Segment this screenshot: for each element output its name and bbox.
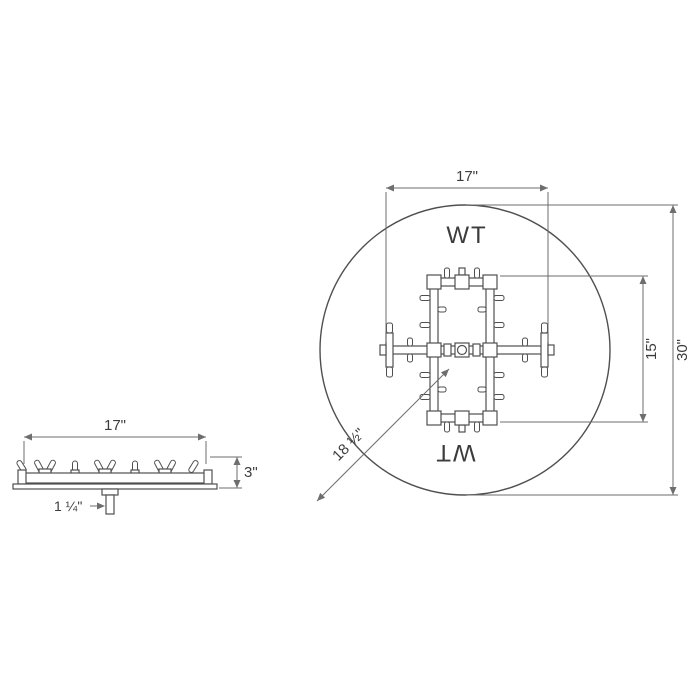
tee-stub [458, 424, 466, 433]
jet [522, 353, 528, 363]
jet [541, 366, 548, 378]
jet [419, 295, 431, 301]
inlet-pipe [105, 494, 115, 515]
jet [474, 421, 480, 433]
jet [437, 306, 447, 313]
dim-label-inlet-pipe: 1 ¼" [54, 498, 82, 514]
jet [407, 353, 413, 363]
side-view: 17" 3" 1 ¼" [12, 417, 258, 515]
jet [493, 372, 505, 378]
dim-label-diagonal: 18 ½" [329, 425, 368, 464]
flat-plate [12, 483, 218, 490]
jet [188, 460, 199, 473]
arrowhead [386, 184, 394, 192]
jet [419, 372, 431, 378]
jet [437, 386, 447, 393]
burner-assembly [379, 267, 555, 433]
jet [474, 267, 480, 279]
jet [541, 322, 548, 334]
dim-label-inner-height: 15" [643, 338, 660, 360]
cross-fitting [426, 342, 442, 358]
jet [407, 337, 413, 347]
arrowhead [198, 433, 206, 441]
jet [522, 337, 528, 347]
elbow-fitting [482, 410, 498, 426]
jet [386, 366, 393, 378]
jet [444, 267, 450, 279]
end-cap [203, 469, 213, 485]
coupler [472, 343, 481, 357]
brand-logo-bottom: WT [434, 439, 475, 466]
dim-plate-diameter: 30" [466, 204, 691, 496]
coupler [443, 343, 452, 357]
end-flange-right [540, 332, 549, 368]
dim-label-plate-diameter: 30" [674, 339, 691, 361]
cross-fitting [482, 342, 498, 358]
dim-diagonal: 18 ½" [316, 368, 450, 502]
arrowhead [317, 492, 326, 501]
jet [493, 295, 505, 301]
tee-fitting [454, 274, 470, 290]
dim-inlet-pipe: 1 ¼" [54, 498, 105, 514]
arrowhead [97, 502, 105, 510]
elbow-fitting [426, 410, 442, 426]
jet [493, 322, 505, 328]
arrowhead [233, 480, 241, 488]
dim-label-top-width: 17" [456, 168, 478, 185]
center-inlet [456, 344, 468, 356]
brand-logo-top: WT [446, 222, 487, 249]
jet [477, 306, 487, 313]
inlet-collar [101, 488, 119, 496]
elbow-fitting [482, 274, 498, 290]
dim-side-width: 17" [23, 417, 207, 464]
arrowhead [24, 433, 32, 441]
arrowhead [669, 205, 677, 213]
dim-top-width: 17" [385, 168, 549, 342]
dimension-line [316, 368, 450, 502]
jet [444, 421, 450, 433]
dim-inner-height: 15" [500, 275, 660, 423]
arrowhead [440, 369, 449, 378]
burner-side-profile [12, 459, 218, 515]
arrowhead [233, 457, 241, 465]
tee-stub [458, 267, 466, 276]
tee-fitting [454, 410, 470, 426]
end-cap-right [547, 344, 555, 356]
dim-side-height: 3" [210, 456, 258, 489]
jet [493, 394, 505, 400]
round-plate-outline [319, 204, 611, 496]
burner-tube [23, 472, 207, 484]
end-cap [17, 469, 27, 485]
jet [419, 322, 431, 328]
end-cap-left [379, 344, 387, 356]
end-flange-left [385, 332, 394, 368]
dim-label-side-width: 17" [104, 417, 126, 434]
top-view: WT WT [316, 168, 691, 502]
elbow-fitting [426, 274, 442, 290]
arrowhead [540, 184, 548, 192]
arrowhead [639, 276, 647, 284]
jet [477, 386, 487, 393]
arrowhead [639, 414, 647, 422]
dim-label-side-height: 3" [244, 464, 258, 481]
arrowhead [669, 487, 677, 495]
jet [386, 322, 393, 334]
